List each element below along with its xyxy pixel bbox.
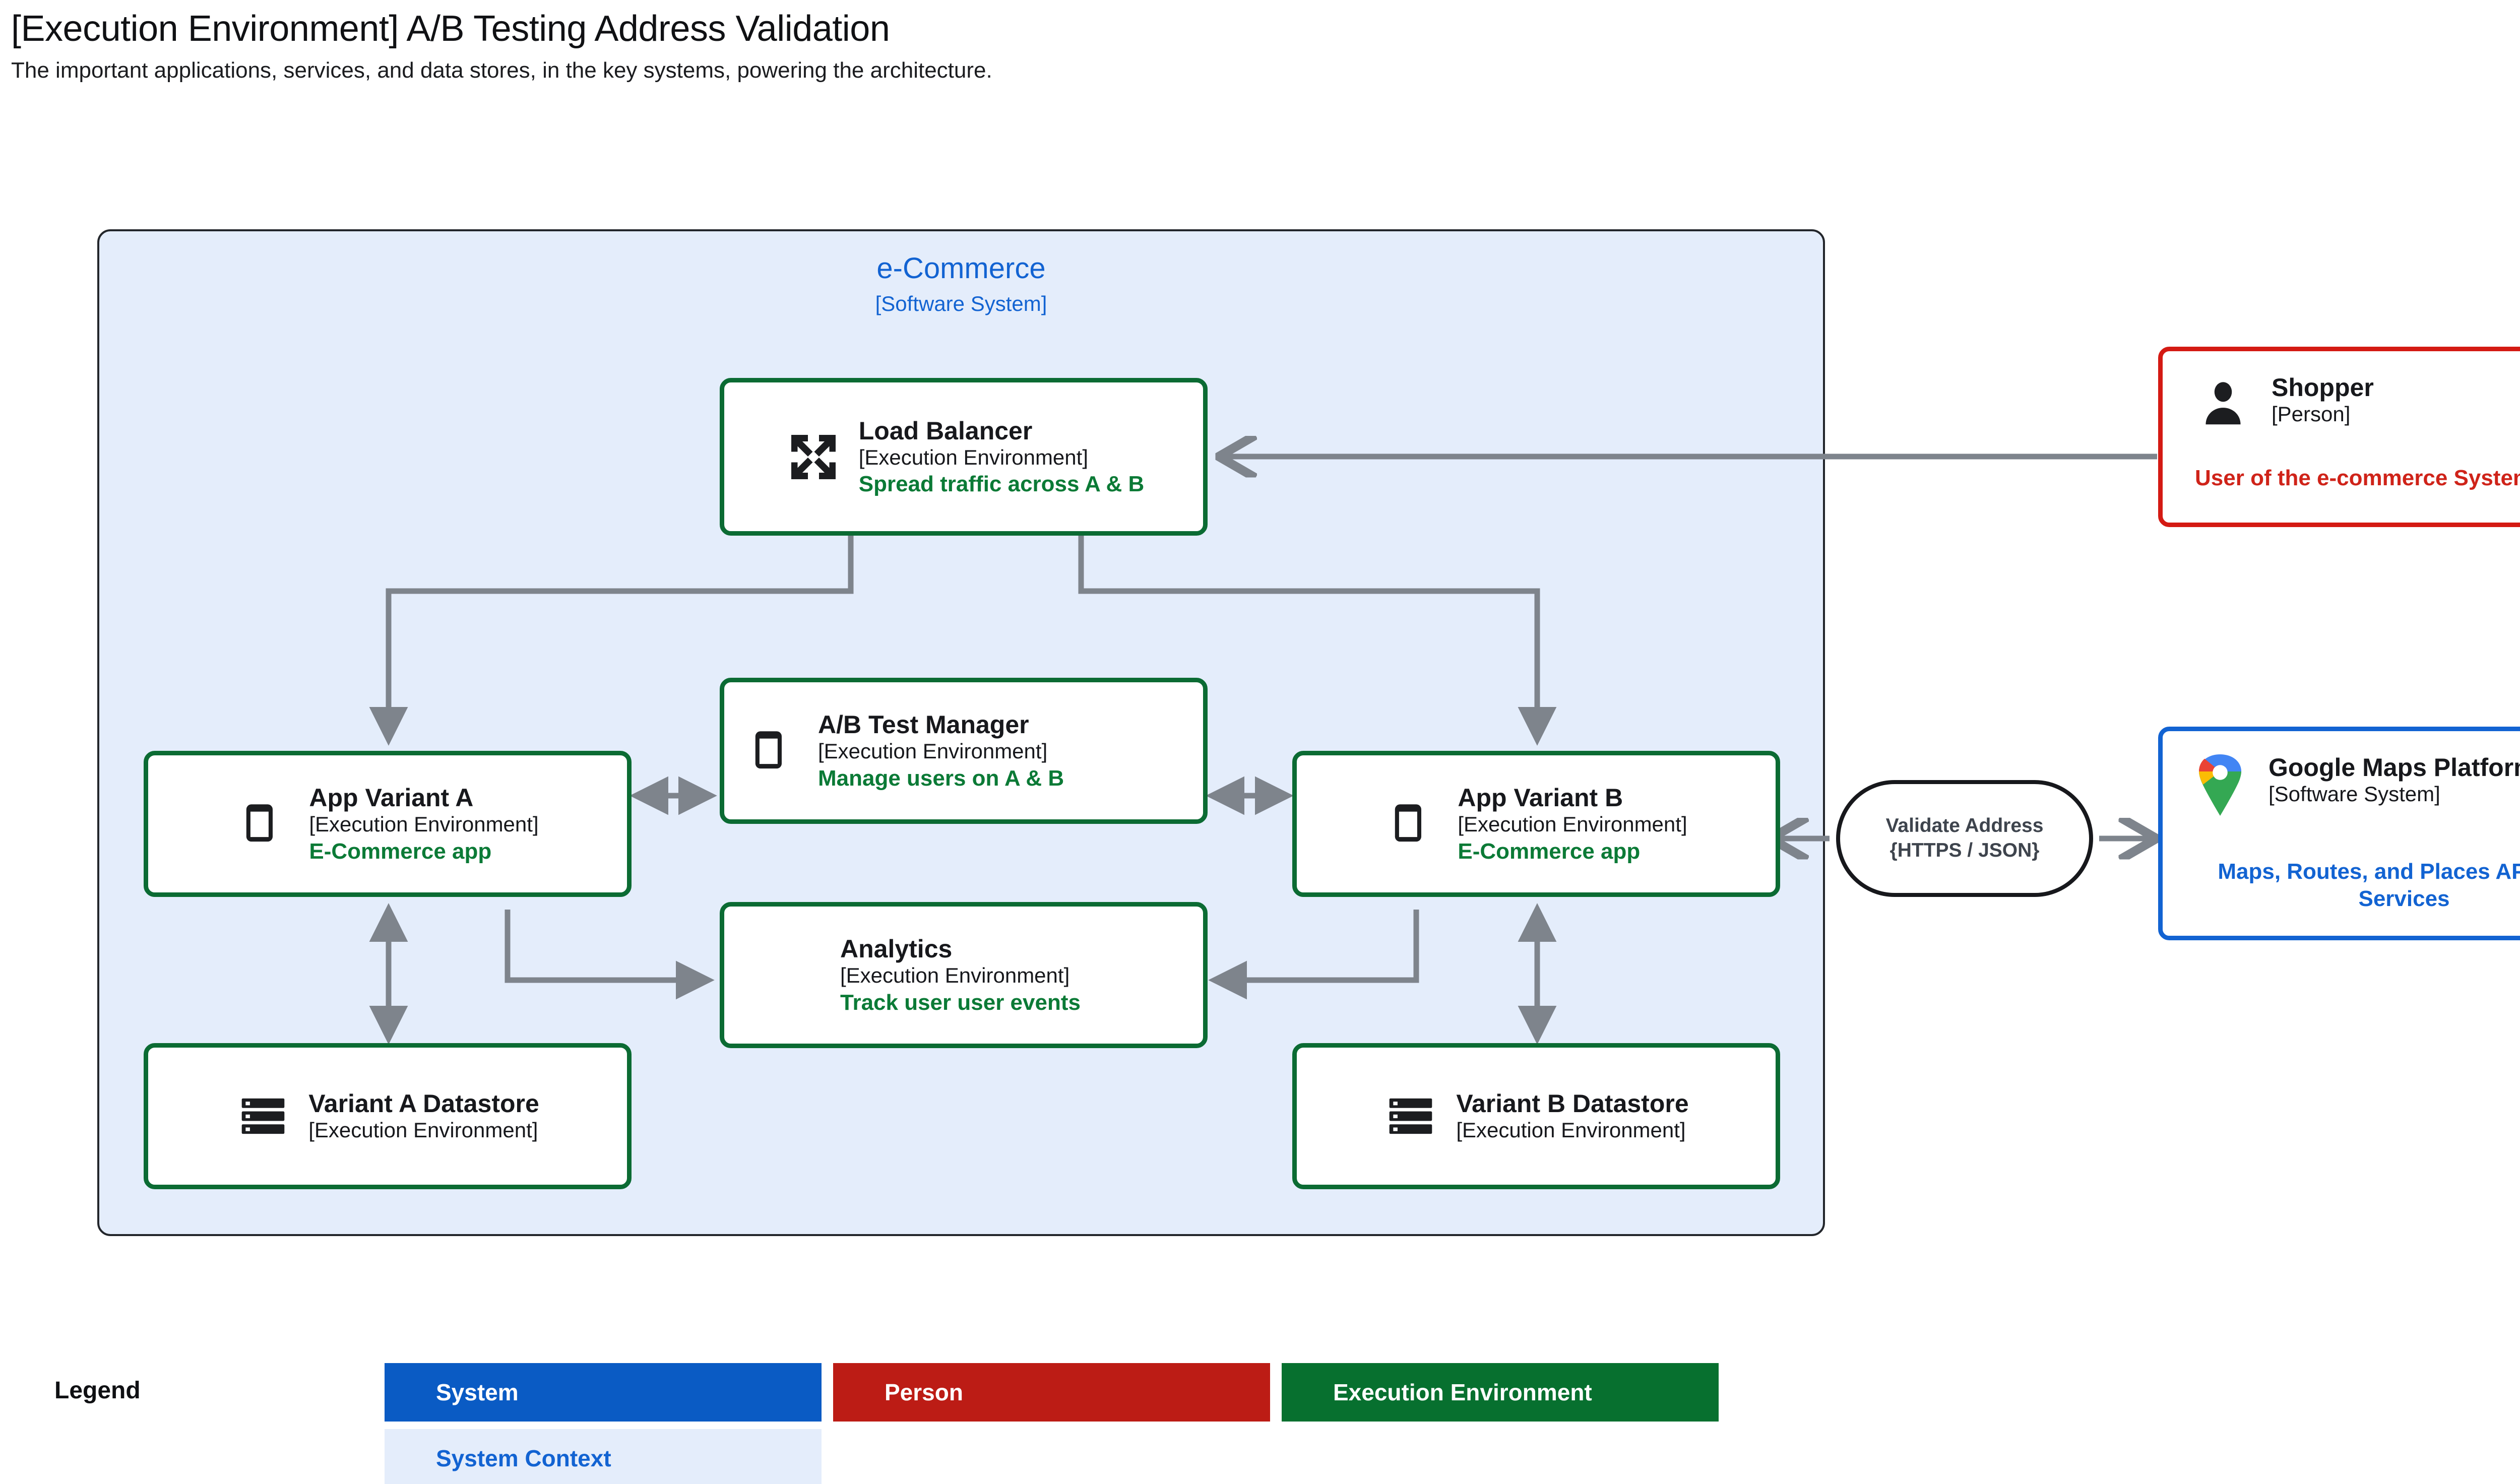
- node-app-variant-a[interactable]: App Variant A [Execution Environment] E-…: [144, 751, 632, 897]
- node-description: E-Commerce app: [309, 838, 492, 864]
- load-balancer-icon: [783, 427, 844, 487]
- legend-item-person: Person: [833, 1363, 1270, 1422]
- ab-test-manager-text: A/B Test Manager [Execution Environment]…: [818, 711, 1064, 791]
- device-icon: [236, 797, 291, 851]
- analytics-text: Analytics [Execution Environment] Track …: [840, 935, 1081, 1015]
- node-type: [Execution Environment]: [309, 812, 539, 836]
- node-variant-a-datastore[interactable]: Variant A Datastore [Execution Environme…: [144, 1043, 632, 1189]
- node-description: E-Commerce app: [1458, 838, 1641, 864]
- node-app-variant-b[interactable]: App Variant B [Execution Environment] E-…: [1292, 751, 1780, 897]
- node-type: [Execution Environment]: [308, 1118, 538, 1142]
- datastore-icon: [1383, 1089, 1438, 1143]
- node-name: Shopper: [2272, 373, 2374, 402]
- node-type: [Execution Environment]: [818, 739, 1048, 763]
- app-variant-b-text: App Variant B [Execution Environment] E-…: [1458, 784, 1687, 864]
- node-type: [Execution Environment]: [858, 445, 1088, 469]
- datastore-icon: [236, 1089, 290, 1143]
- node-description: Manage users on A & B: [818, 765, 1064, 791]
- node-type: [Execution Environment]: [840, 963, 1070, 988]
- node-name: Variant A Datastore: [308, 1089, 539, 1118]
- legend-item-label: Execution Environment: [1333, 1379, 1592, 1405]
- legend-item-label: System Context: [436, 1445, 611, 1471]
- node-description: Maps, Routes, and Places APIs and Servic…: [2218, 859, 2520, 911]
- app-variant-a-text: App Variant A [Execution Environment] E-…: [309, 784, 538, 864]
- relationship-validate-address[interactable]: Validate Address {HTTPS / JSON}: [1836, 780, 2093, 897]
- node-load-balancer[interactable]: Load Balancer [Execution Environment] Sp…: [720, 378, 1208, 536]
- load-balancer-text: Load Balancer [Execution Environment] Sp…: [859, 417, 1144, 497]
- legend-item-system: System: [385, 1363, 822, 1422]
- node-description: Spread traffic across A & B: [858, 472, 1145, 497]
- node-name: Variant B Datastore: [1456, 1089, 1689, 1118]
- device-icon: [745, 724, 800, 778]
- variant-b-datastore-text: Variant B Datastore [Execution Environme…: [1456, 1089, 1688, 1143]
- legend-item-system-context: System Context: [385, 1429, 822, 1484]
- legend-item-label: System: [436, 1379, 519, 1405]
- legend-item-execution-environment: Execution Environment: [1282, 1363, 1719, 1422]
- node-type: [Software System]: [2269, 782, 2440, 806]
- node-name: App Variant A: [309, 784, 474, 812]
- boundary-name: e-Commerce: [876, 252, 1046, 285]
- node-name: Load Balancer: [858, 416, 1033, 445]
- node-description: Track user user events: [840, 990, 1081, 1015]
- node-shopper[interactable]: Shopper [Person] User of the e-commerce …: [2158, 347, 2520, 527]
- shopper-text: Shopper [Person]: [2272, 373, 2374, 427]
- person-icon: [2195, 376, 2251, 433]
- relationship-label: Validate Address: [1885, 815, 2044, 837]
- node-ab-test-manager[interactable]: A/B Test Manager [Execution Environment]…: [720, 678, 1208, 824]
- node-type: [Execution Environment]: [1456, 1118, 1686, 1142]
- node-type: [Person]: [2272, 402, 2351, 426]
- legend-title: Legend: [54, 1377, 141, 1404]
- node-description: User of the e-commerce System: [2195, 466, 2520, 490]
- node-analytics[interactable]: Analytics [Execution Environment] Track …: [720, 902, 1208, 1048]
- boundary-type: [Software System]: [875, 292, 1047, 315]
- node-variant-b-datastore[interactable]: Variant B Datastore [Execution Environme…: [1292, 1043, 1780, 1189]
- node-name: A/B Test Manager: [818, 711, 1029, 739]
- node-name: Analytics: [840, 935, 953, 963]
- page-title: [Execution Environment] A/B Testing Addr…: [11, 9, 890, 49]
- google-maps-pin-icon: [2189, 753, 2251, 816]
- google-maps-text: Google Maps Platform [Software System]: [2269, 753, 2520, 807]
- node-google-maps-platform[interactable]: Google Maps Platform [Software System] M…: [2158, 727, 2520, 940]
- legend-item-label: Person: [885, 1379, 963, 1405]
- device-icon: [1385, 797, 1439, 851]
- node-name: App Variant B: [1458, 784, 1623, 812]
- relationship-technology: {HTTPS / JSON}: [1889, 840, 2040, 861]
- node-type: [Execution Environment]: [1458, 812, 1687, 836]
- variant-a-datastore-text: Variant A Datastore [Execution Environme…: [308, 1089, 539, 1143]
- page-subtitle: The important applications, services, an…: [11, 58, 992, 83]
- node-name: Google Maps Platform: [2269, 753, 2520, 782]
